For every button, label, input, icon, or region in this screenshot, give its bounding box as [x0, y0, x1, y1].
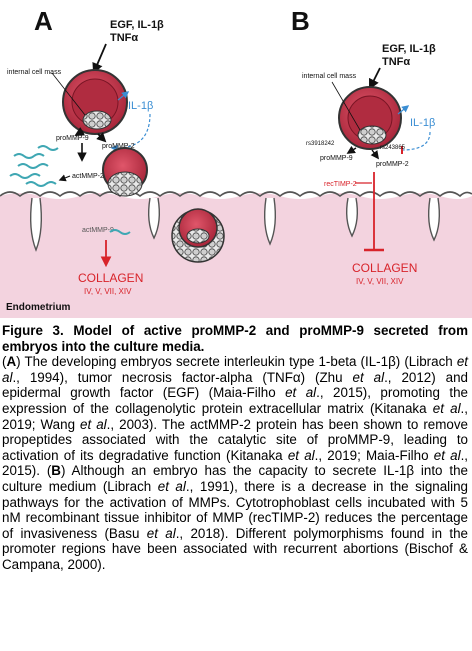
embryo-a-implanted — [171, 208, 225, 263]
panel-b-snp1: rs3918242 — [306, 141, 335, 147]
endometrium-label: Endometrium — [6, 302, 71, 313]
embryo-a — [62, 69, 128, 135]
panel-b-letter: B — [291, 6, 310, 36]
panel-b-stimuli-line1: EGF, IL-1β — [382, 43, 436, 55]
figure-3-diagram: A EGF, IL-1β TNFα internal cell mass IL-… — [0, 6, 472, 318]
panel-a-collagen-types: IV, V, VII, XIV — [84, 287, 132, 296]
panel-a-il1b: IL-1β — [128, 100, 153, 112]
panel-b-snp2: rs243865 — [380, 145, 406, 151]
icm-pointer-b — [331, 81, 361, 131]
panel-b-il1b-arrow — [397, 105, 410, 115]
embryo-b — [338, 86, 402, 150]
panel-a-stimuli-line2: TNFα — [110, 32, 138, 44]
arrow-to-prommp2 — [96, 132, 107, 143]
enzyme-strands-a — [9, 145, 59, 187]
panel-a-il1b-arrow-out — [117, 91, 130, 101]
panel-b-il1b: IL-1β — [410, 117, 435, 129]
panel-b-stimuli-line2: TNFα — [382, 56, 410, 68]
panel-a-stimuli-arrow — [92, 43, 107, 74]
panel-a-actmmp9: actMMP-9 — [82, 227, 114, 234]
caption-body: (A) The developing embryos secrete inter… — [2, 354, 469, 572]
icm-pointer-a — [51, 72, 86, 116]
panel-b-collagen: COLLAGEN — [352, 261, 417, 275]
arrow-to-prommp9 — [74, 127, 86, 136]
arrow-actmmp2-left — [58, 174, 71, 182]
panel-a: A EGF, IL-1β TNFα internal cell mass IL-… — [6, 6, 225, 313]
panel-a-actmmp2: actMMP-2 — [72, 173, 104, 180]
panel-a-letter: A — [34, 6, 53, 36]
panel-b-stimuli-arrow — [369, 67, 381, 90]
panel-a-collagen: COLLAGEN — [78, 271, 143, 285]
panel-a-stimuli-line1: EGF, IL-1β — [110, 19, 164, 31]
panel-b-prommp9: proMMP-9 — [320, 155, 353, 162]
panel-b-inner-cell-mass: internal cell mass — [302, 73, 357, 80]
panel-b-il1b-loop — [401, 131, 431, 151]
panel-a-prommp9: proMMP-9 — [56, 135, 89, 142]
panel-a-prommp2: proMMP-2 — [102, 143, 135, 150]
embryo-a-hatching — [102, 147, 148, 197]
b-arrow-prommp9 — [346, 145, 357, 154]
panel-b-prommp2: proMMP-2 — [376, 161, 409, 168]
figure-caption: Figure 3. Model of active proMMP-2 and p… — [2, 323, 468, 573]
panel-b-collagen-types: IV, V, VII, XIV — [356, 277, 404, 286]
panel-b-rectimp2: recTIMP-2 — [324, 181, 357, 188]
b-arrow-prommp2 — [370, 149, 380, 160]
endometrium-tissue — [0, 191, 472, 318]
panel-a-inner-cell-mass: internal cell mass — [7, 69, 62, 76]
panel-b: B EGF, IL-1β TNFα internal cell mass IL-… — [291, 6, 436, 286]
enzyme-strand-actmmp9 — [109, 229, 131, 235]
caption-title: Figure 3. Model of active proMMP-2 and p… — [2, 323, 468, 354]
